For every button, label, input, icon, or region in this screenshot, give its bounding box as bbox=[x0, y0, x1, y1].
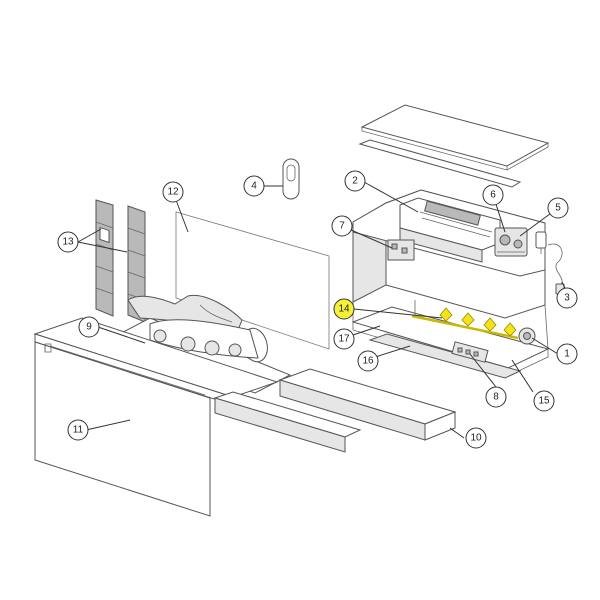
callout-3: 3 bbox=[556, 287, 578, 309]
control-panel-board bbox=[451, 341, 489, 363]
power-cord bbox=[547, 243, 565, 295]
callout-3-label: 3 bbox=[564, 293, 570, 304]
top-cover-panel bbox=[360, 104, 550, 171]
top-trim-strip bbox=[358, 139, 522, 188]
callout-4-label: 4 bbox=[251, 181, 257, 192]
callout-10: 10 bbox=[465, 427, 487, 449]
callout-1: 1 bbox=[556, 343, 578, 365]
callout-5: 5 bbox=[547, 197, 569, 219]
callout-12: 12 bbox=[162, 181, 184, 203]
brick-liner-left bbox=[95, 199, 114, 317]
trim-box bbox=[278, 368, 457, 441]
callout-17-label: 17 bbox=[338, 334, 350, 345]
callout-8: 8 bbox=[485, 386, 507, 408]
callout-11: 11 bbox=[67, 419, 89, 441]
trim-box-back bbox=[213, 391, 362, 453]
callout-17: 17 bbox=[333, 328, 355, 350]
callout-2-label: 2 bbox=[352, 176, 358, 187]
callout-13-label: 13 bbox=[62, 237, 74, 248]
thermal-switch bbox=[535, 231, 547, 254]
callout-16-label: 16 bbox=[362, 356, 374, 367]
glass-viewing-panel bbox=[175, 211, 330, 350]
callout-13: 13 bbox=[57, 231, 79, 253]
callout-5-label: 5 bbox=[555, 203, 561, 214]
callout-15: 15 bbox=[533, 390, 555, 412]
callout-14-label: 14 bbox=[338, 304, 350, 315]
callout-16: 16 bbox=[357, 350, 379, 372]
callout-2: 2 bbox=[344, 170, 366, 192]
callout-4: 4 bbox=[243, 175, 283, 197]
callout-7-label: 7 bbox=[339, 221, 345, 232]
wiring-harness-bracket bbox=[387, 239, 415, 261]
control-module bbox=[494, 227, 528, 257]
flame-motor bbox=[518, 327, 536, 345]
callout-12-label: 12 bbox=[167, 187, 179, 198]
blower-assembly bbox=[419, 200, 493, 238]
callout-1-label: 1 bbox=[564, 349, 570, 360]
callout-11-label: 11 bbox=[73, 425, 84, 436]
callout-6: 6 bbox=[482, 184, 504, 206]
callout-7: 7 bbox=[331, 215, 353, 237]
callout-8-label: 8 bbox=[493, 392, 499, 403]
remote-control bbox=[282, 158, 300, 200]
led-light-strip bbox=[411, 307, 519, 340]
callout-15-label: 15 bbox=[538, 396, 550, 407]
front-fascia-frame bbox=[33, 317, 279, 517]
callout-14: 14 bbox=[333, 298, 355, 320]
callout-9-label: 9 bbox=[86, 322, 92, 333]
callout-9: 9 bbox=[78, 316, 100, 338]
callout-10-label: 10 bbox=[470, 433, 482, 444]
callout-6-label: 6 bbox=[490, 190, 496, 201]
